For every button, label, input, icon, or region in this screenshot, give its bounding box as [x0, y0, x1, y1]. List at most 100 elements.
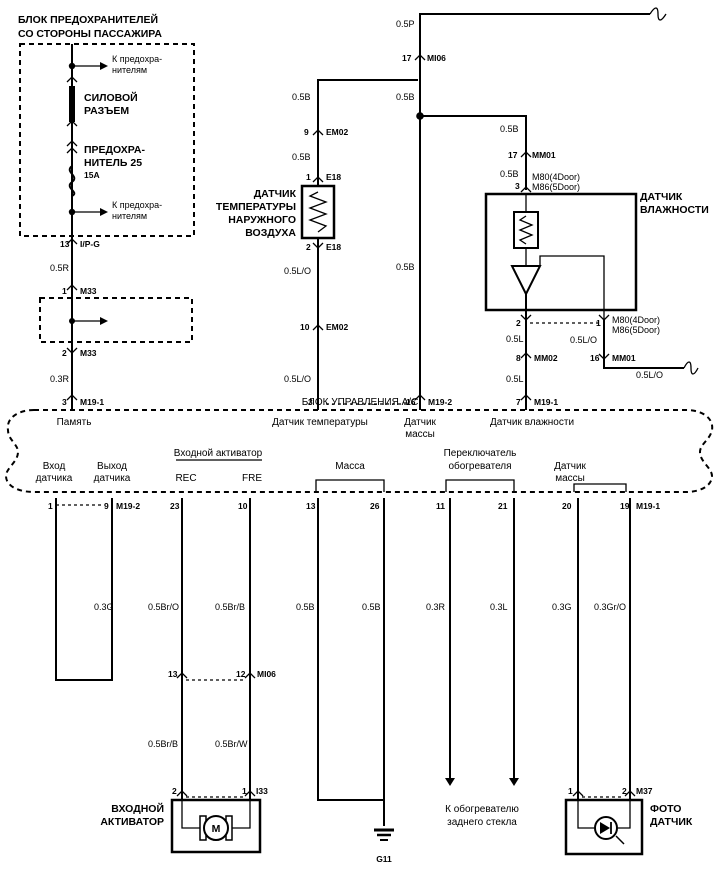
connector-em02-a: EM02 [326, 127, 348, 137]
pin-10: 10 [238, 501, 248, 511]
connector-chevron-icon [520, 186, 532, 193]
rear-heater: К обогревателю заднего стекла [445, 803, 519, 828]
connector-m86-5door: M86(5Door) [532, 182, 580, 192]
wire-05b-b: 0.5B [500, 169, 519, 179]
connector-chevron-icon [66, 76, 78, 83]
connector-chevron-icon [66, 140, 78, 147]
wire-05bro: 0.5Br/O [148, 602, 179, 612]
motor-label: M [212, 823, 221, 835]
wire-05r: 0.5R [50, 263, 70, 273]
wire-05b-mid: 0.5B [292, 152, 311, 162]
ground-label-g11: G11 [376, 854, 392, 864]
m33-box [39, 297, 193, 343]
ground-wire-circuit: 0.5P 17 MI06 0.5B 0.5B 16 M19-2 [396, 7, 667, 410]
pin-1: 1 [306, 172, 311, 182]
arrow-down-icon [509, 778, 519, 786]
connector-chevron-icon [598, 353, 610, 360]
pin-16: 16 [590, 353, 600, 363]
fuse-line2: НИТЕЛЬ 25 [84, 157, 142, 169]
connector-chevron-icon [414, 394, 426, 401]
connector-chevron-icon [244, 672, 256, 679]
group-bracket [573, 483, 627, 492]
pin-2: 2 [306, 242, 311, 252]
pin-13-mi06: 13 [168, 669, 178, 679]
power-connector-line2: РАЗЪЕМ [84, 105, 129, 117]
connector-mi06: MI06 [427, 53, 446, 63]
bottom-pin-row: 1 9 M19-2 23 10 13 26 11 21 20 19 M19-1 [48, 501, 660, 511]
wire-03g-a: 0.3G [94, 602, 114, 612]
connector-chevron-icon [176, 672, 188, 679]
wire-05lo-b: 0.5L/O [284, 374, 311, 384]
input-actuator: 2 1 I33 M ВХОДНОЙ АКТИВАТОР [100, 786, 268, 854]
arrow-right-icon [100, 317, 108, 325]
to-fuses-1-line2: нителям [112, 65, 147, 75]
group-bracket [315, 479, 385, 492]
temp-sensor-label-line1: ДАТЧИК [254, 188, 297, 200]
label-memory: Память [57, 417, 92, 428]
pin-17: 17 [402, 53, 412, 63]
diode-icon [600, 822, 610, 834]
connector-em02-b: EM02 [326, 322, 348, 332]
pin-3: 3 [308, 397, 313, 407]
wire-03l: 0.3L [490, 602, 508, 612]
connector-m80-4door-b: M80(4Door) [612, 315, 660, 325]
photo-sensor-label-line2: ДАТЧИК [650, 816, 693, 828]
connector-chevron-icon [66, 238, 78, 245]
connector-chevron-icon [520, 314, 532, 321]
connector-chevron-icon [244, 790, 256, 797]
wire-05lo: 0.5L/O [570, 335, 597, 345]
wire-temp [317, 79, 418, 410]
temp-sensor-circuit: 0.5B 9 EM02 0.5B 1 E18 ДАТЧИК ТЕМПЕРАТУР… [216, 79, 418, 410]
label-heater-switch-line2: обогревателя [448, 460, 511, 472]
temp-sensor-box [300, 184, 336, 240]
connector-chevron-icon [66, 120, 78, 127]
pin-1: 1 [48, 501, 53, 511]
pin-13: 13 [60, 239, 70, 249]
connector-m19-1: M19-1 [636, 501, 660, 511]
ac-unit-title: БЛОК УПРАВЛЕНИЯ А/С [302, 397, 419, 408]
label-input-actuator: Входной активатор [174, 448, 263, 459]
connector-mm02: MM02 [534, 353, 558, 363]
to-fuses-1-line1: К предохра- [112, 54, 162, 64]
connector-chevron-icon [312, 129, 324, 136]
label-mass-sensor2-line1: Датчик [554, 461, 586, 472]
connector-chevron-icon [312, 324, 324, 331]
wire-05b-a: 0.5B [296, 602, 315, 612]
connector-chevron-icon [66, 284, 78, 291]
wire-05lo-b: 0.5L/O [636, 370, 663, 380]
connector-chevron-icon [66, 394, 78, 401]
wire-05l: 0.5L [506, 334, 524, 344]
connector-e18-b: E18 [326, 242, 341, 252]
pin-3: 3 [62, 397, 67, 407]
fuse-box-title-line2: СО СТОРОНЫ ПАССАЖИРА [18, 28, 162, 40]
wire-05brb-2: 0.5Br/B [148, 739, 178, 749]
fuse-line1: ПРЕДОХРА- [84, 144, 145, 156]
wire-05brw: 0.5Br/W [215, 739, 248, 749]
fuse-icon [68, 165, 76, 197]
wire-05b-top: 0.5B [292, 92, 311, 102]
temp-sensor-label-line4: ВОЗДУХА [245, 227, 296, 239]
wire-05p: 0.5P [396, 19, 415, 29]
photo-sensor: 1 2 M37 ФОТО ДАТЧИК [564, 786, 693, 856]
pin-9: 9 [104, 501, 109, 511]
connector-chevron-icon [66, 147, 78, 154]
internal-wire [181, 800, 204, 829]
label-ground: Масса [335, 461, 365, 472]
left-wire: 13 I/P-G 0.5R 1 M33 2 M33 0.3R 3 M19-1 [39, 236, 193, 410]
wire-05lo-a: 0.5L/O [284, 266, 311, 276]
arrow-down-icon [445, 778, 455, 786]
rear-heater-label-line1: К обогревателю [445, 803, 519, 815]
humidity-sensor-box [484, 192, 638, 312]
connector-mm01-b: MM01 [612, 353, 636, 363]
label-sensor-output-line2: датчика [94, 473, 131, 484]
label-humidity-sensor: Датчик влажности [490, 417, 574, 428]
temp-sensor-label-line3: НАРУЖНОГО [228, 214, 296, 226]
actuator-label-line1: ВХОДНОЙ [111, 802, 164, 815]
actuator-box [170, 798, 262, 854]
pin-1: 1 [242, 786, 247, 796]
wire-05b-b: 0.5B [362, 602, 381, 612]
arrow-right-icon [100, 62, 108, 70]
label-heater-switch-line1: Переключатель [444, 448, 517, 459]
pin-17: 17 [508, 150, 518, 160]
pin-21: 21 [498, 501, 508, 511]
